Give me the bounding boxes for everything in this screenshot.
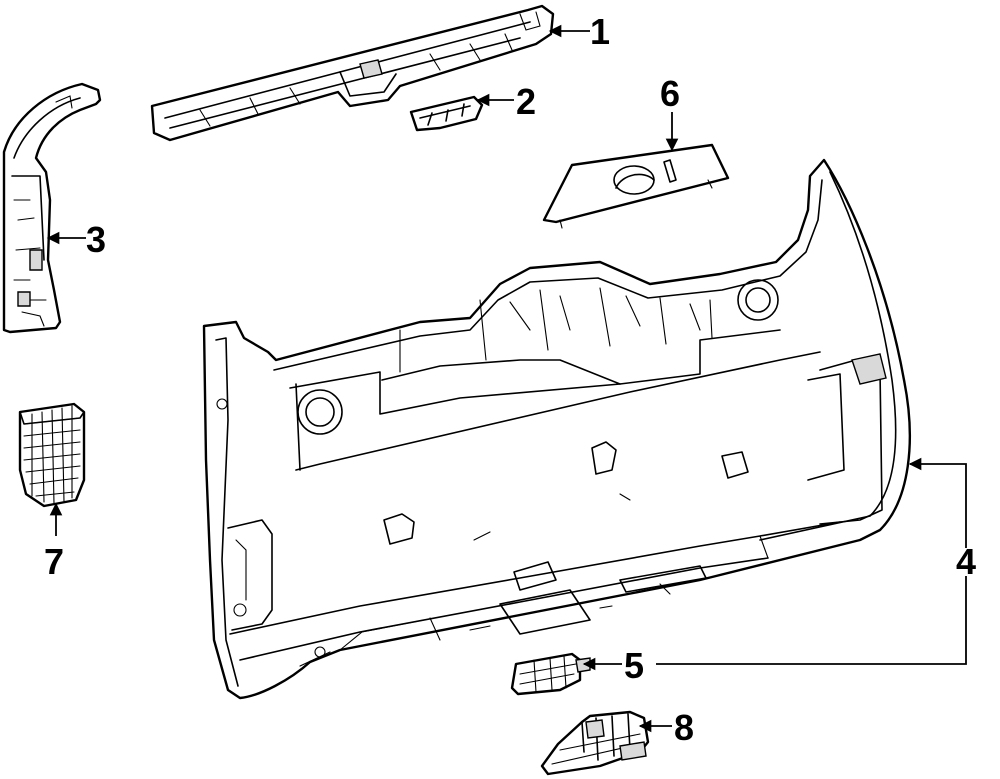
part-5-handle <box>510 652 591 696</box>
part-3-pillar-trim <box>2 82 102 334</box>
part-7-grille-cover <box>18 402 86 508</box>
callout-6: 6 <box>660 73 680 114</box>
part-6-upper-panel <box>542 143 730 229</box>
callout-7: 7 <box>44 541 64 582</box>
part-8-bracket <box>540 710 650 776</box>
part-1-upper-garnish <box>150 4 555 142</box>
part-2-clip <box>409 95 484 132</box>
part-4-back-door-trim <box>202 158 911 700</box>
leader-4-to-5 <box>656 576 967 665</box>
callout-3: 3 <box>86 219 106 260</box>
callout-4: 4 <box>956 541 976 582</box>
callout-5: 5 <box>624 645 644 686</box>
callout-1: 1 <box>590 11 610 52</box>
callout-2: 2 <box>516 81 536 122</box>
leader-lines <box>46 24 967 733</box>
leader-4 <box>908 457 967 548</box>
callout-8: 8 <box>674 707 694 748</box>
